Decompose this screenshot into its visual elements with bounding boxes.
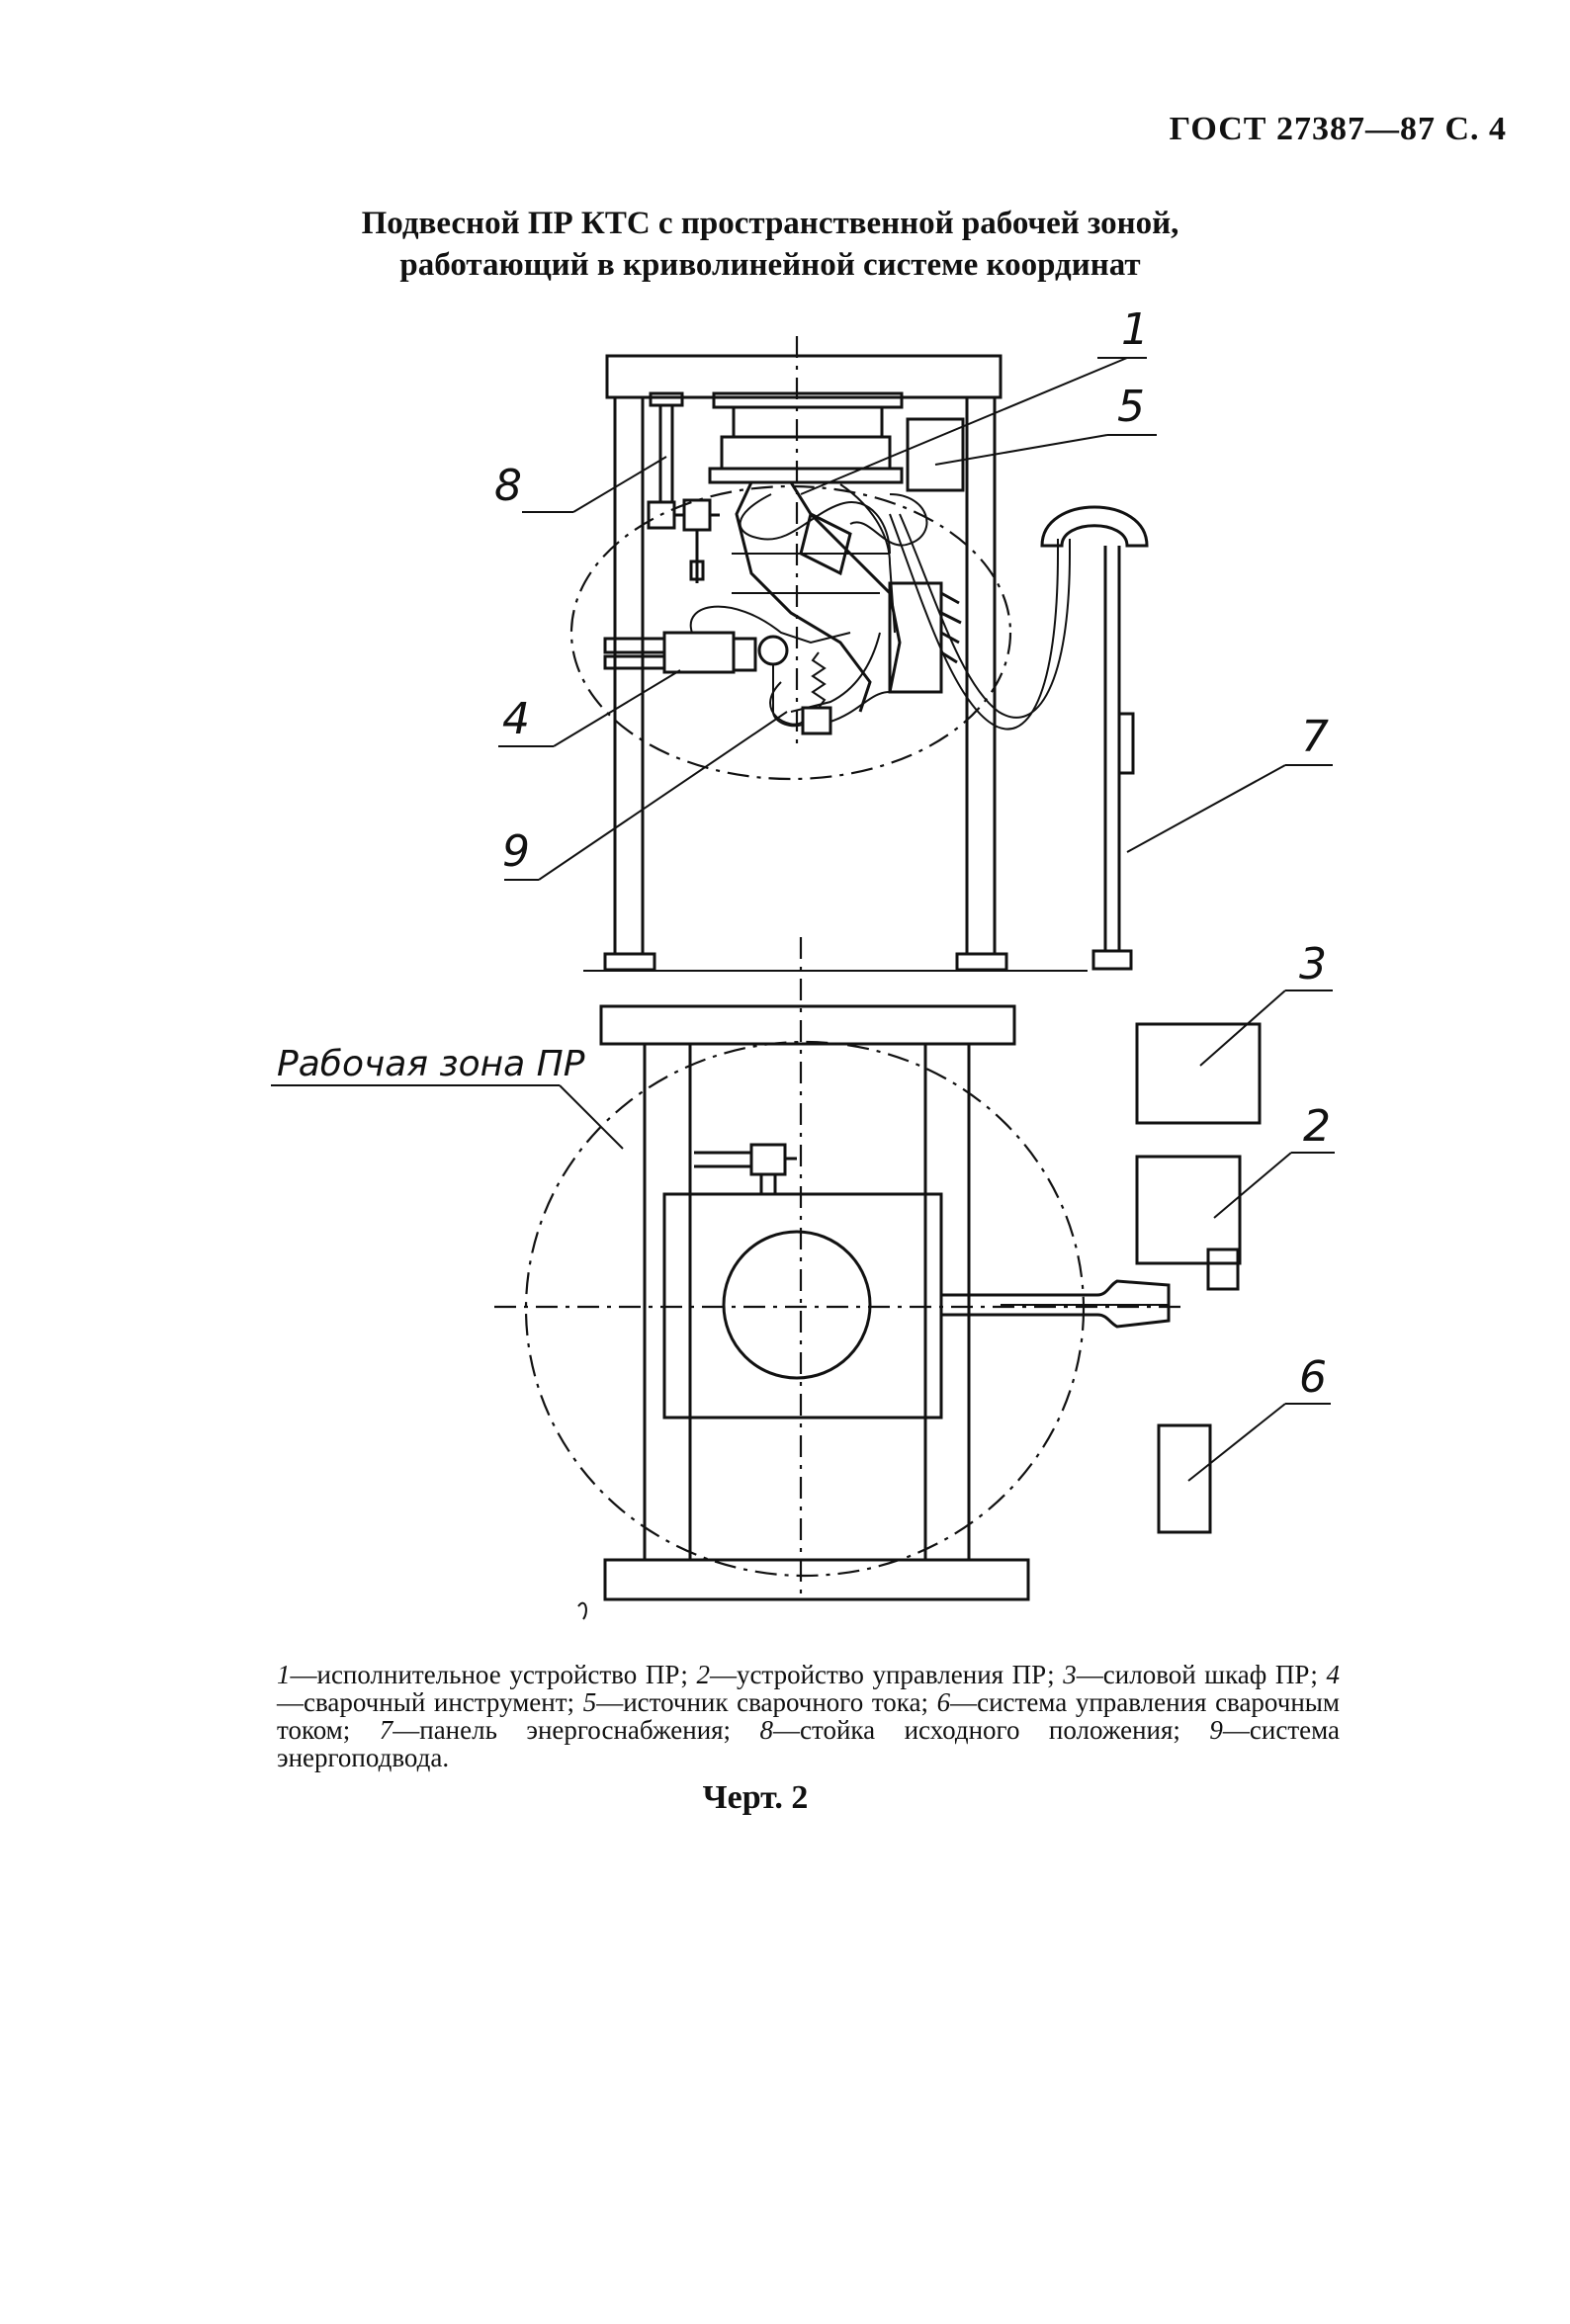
supply-cable-b bbox=[899, 513, 1071, 719]
arm-link-upper bbox=[735, 481, 872, 713]
plan-view bbox=[494, 937, 1262, 1620]
legend-num-9: 9 bbox=[1209, 1715, 1223, 1745]
leader-6 bbox=[1187, 1403, 1286, 1482]
rotary-plan-circle bbox=[722, 1230, 872, 1380]
plan-bottom-beam bbox=[603, 1558, 1030, 1601]
legend-text-2: —устройство управления ПР; bbox=[709, 1660, 1064, 1689]
carriage-guide bbox=[732, 405, 884, 439]
figure-title-line-1: Подвесной ПР КТС с пространственной рабо… bbox=[361, 206, 1179, 241]
legend-text-9: —система энергоподвода. bbox=[277, 1715, 1340, 1772]
callout-2: 2 bbox=[1303, 1101, 1331, 1152]
legend-text-7: —панель энергоснабжения; bbox=[392, 1715, 760, 1745]
legend-num-5: 5 bbox=[582, 1687, 597, 1717]
legend-num-8: 8 bbox=[759, 1715, 774, 1745]
legend-num-3: 3 bbox=[1063, 1660, 1077, 1689]
legend-text-4: —сварочный инструмент; bbox=[277, 1687, 583, 1717]
callout-5: 5 bbox=[1117, 382, 1145, 432]
carriage-plate bbox=[712, 391, 904, 409]
leader-3 bbox=[1199, 990, 1286, 1067]
callout-9: 9 bbox=[502, 826, 530, 877]
supply-cable-a bbox=[889, 513, 1059, 731]
leader-7 bbox=[1126, 764, 1286, 853]
figure-title: Подвесной ПР КТС с пространственной рабо… bbox=[0, 203, 1570, 286]
stand-plan-block bbox=[749, 1143, 787, 1176]
hose-1 bbox=[739, 493, 891, 555]
frame-foot-right bbox=[955, 952, 1008, 972]
plan-top-beam bbox=[599, 1004, 1016, 1046]
elevation-view bbox=[569, 336, 1149, 972]
legend-text-1: —исполнительное устройство ПР; bbox=[290, 1660, 697, 1689]
callout-3: 3 bbox=[1299, 939, 1327, 990]
welding-current-source bbox=[906, 417, 965, 492]
leader-8 bbox=[572, 456, 667, 513]
legend-text-5: —источник сварочного тока; bbox=[596, 1687, 937, 1717]
wrist-joint bbox=[757, 635, 789, 666]
frame-foot-left bbox=[603, 952, 656, 972]
arm-link-lower bbox=[789, 481, 902, 693]
home-stand-cap bbox=[649, 391, 684, 407]
home-stand-clamp-right bbox=[682, 498, 712, 532]
energy-panel-foot bbox=[1091, 949, 1133, 971]
callouts: 1 5 8 4 9 7 3 2 6 Рабочая зона ПР bbox=[271, 304, 1335, 1482]
rotary-flange bbox=[708, 467, 904, 484]
callout-6: 6 bbox=[1299, 1352, 1327, 1403]
legend-num-1: 1 bbox=[277, 1660, 291, 1689]
welding-gun-tip-lower bbox=[603, 654, 666, 670]
legend-num-4: 4 bbox=[1326, 1660, 1341, 1689]
figure-legend: 1—исполнительное устройство ПР; 2—устрой… bbox=[277, 1661, 1340, 1771]
leader-9 bbox=[538, 711, 788, 881]
legend-text-8: —стойка исходного положения; bbox=[773, 1715, 1210, 1745]
plan-cable-boom bbox=[941, 1279, 1171, 1329]
work-zone-label: Рабочая зона ПР bbox=[277, 1044, 585, 1084]
document-header: ГОСТ 27387—87 С. 4 bbox=[1169, 111, 1507, 147]
welding-gun-tip-upper bbox=[603, 637, 666, 654]
leader-5 bbox=[934, 434, 1108, 466]
balance-spring bbox=[811, 651, 827, 709]
callout-8: 8 bbox=[494, 461, 522, 511]
figure-number: Черт. 2 bbox=[0, 1779, 1570, 1817]
legend-text-6: —система управления сварочным током; bbox=[277, 1687, 1340, 1745]
figure-label: Черт. 2 bbox=[702, 1779, 809, 1816]
legend-num-6: 6 bbox=[936, 1687, 951, 1717]
leader-2 bbox=[1213, 1152, 1292, 1219]
welding-gun-body bbox=[662, 631, 736, 674]
frame-top-beam bbox=[605, 354, 1003, 399]
welding-current-control bbox=[1157, 1423, 1212, 1534]
arm-joint bbox=[799, 511, 852, 576]
figure-title-line-2: работающий в криволинейной системе коорд… bbox=[399, 247, 1141, 283]
energy-panel-box bbox=[1117, 712, 1135, 775]
legend-num-2: 2 bbox=[696, 1660, 710, 1689]
callout-7: 7 bbox=[1301, 712, 1329, 762]
energy-supply-node bbox=[801, 706, 832, 735]
power-cabinet bbox=[1135, 1022, 1262, 1125]
callout-4: 4 bbox=[502, 694, 530, 744]
callout-1: 1 bbox=[1121, 304, 1149, 355]
control-device-connector bbox=[1206, 1248, 1240, 1291]
legend-text-3: —силовой шкаф ПР; bbox=[1076, 1660, 1327, 1689]
leader-4 bbox=[553, 669, 681, 747]
leader-1 bbox=[800, 357, 1128, 495]
robot-control-device bbox=[1135, 1155, 1242, 1265]
rotary-base bbox=[720, 435, 892, 471]
energy-panel-hood bbox=[1040, 505, 1149, 548]
leader-work-zone bbox=[559, 1084, 624, 1150]
legend-num-7: 7 bbox=[379, 1715, 393, 1745]
work-zone-circle-plan bbox=[524, 1040, 1086, 1578]
work-zone-ellipse-elevation bbox=[569, 484, 1012, 781]
